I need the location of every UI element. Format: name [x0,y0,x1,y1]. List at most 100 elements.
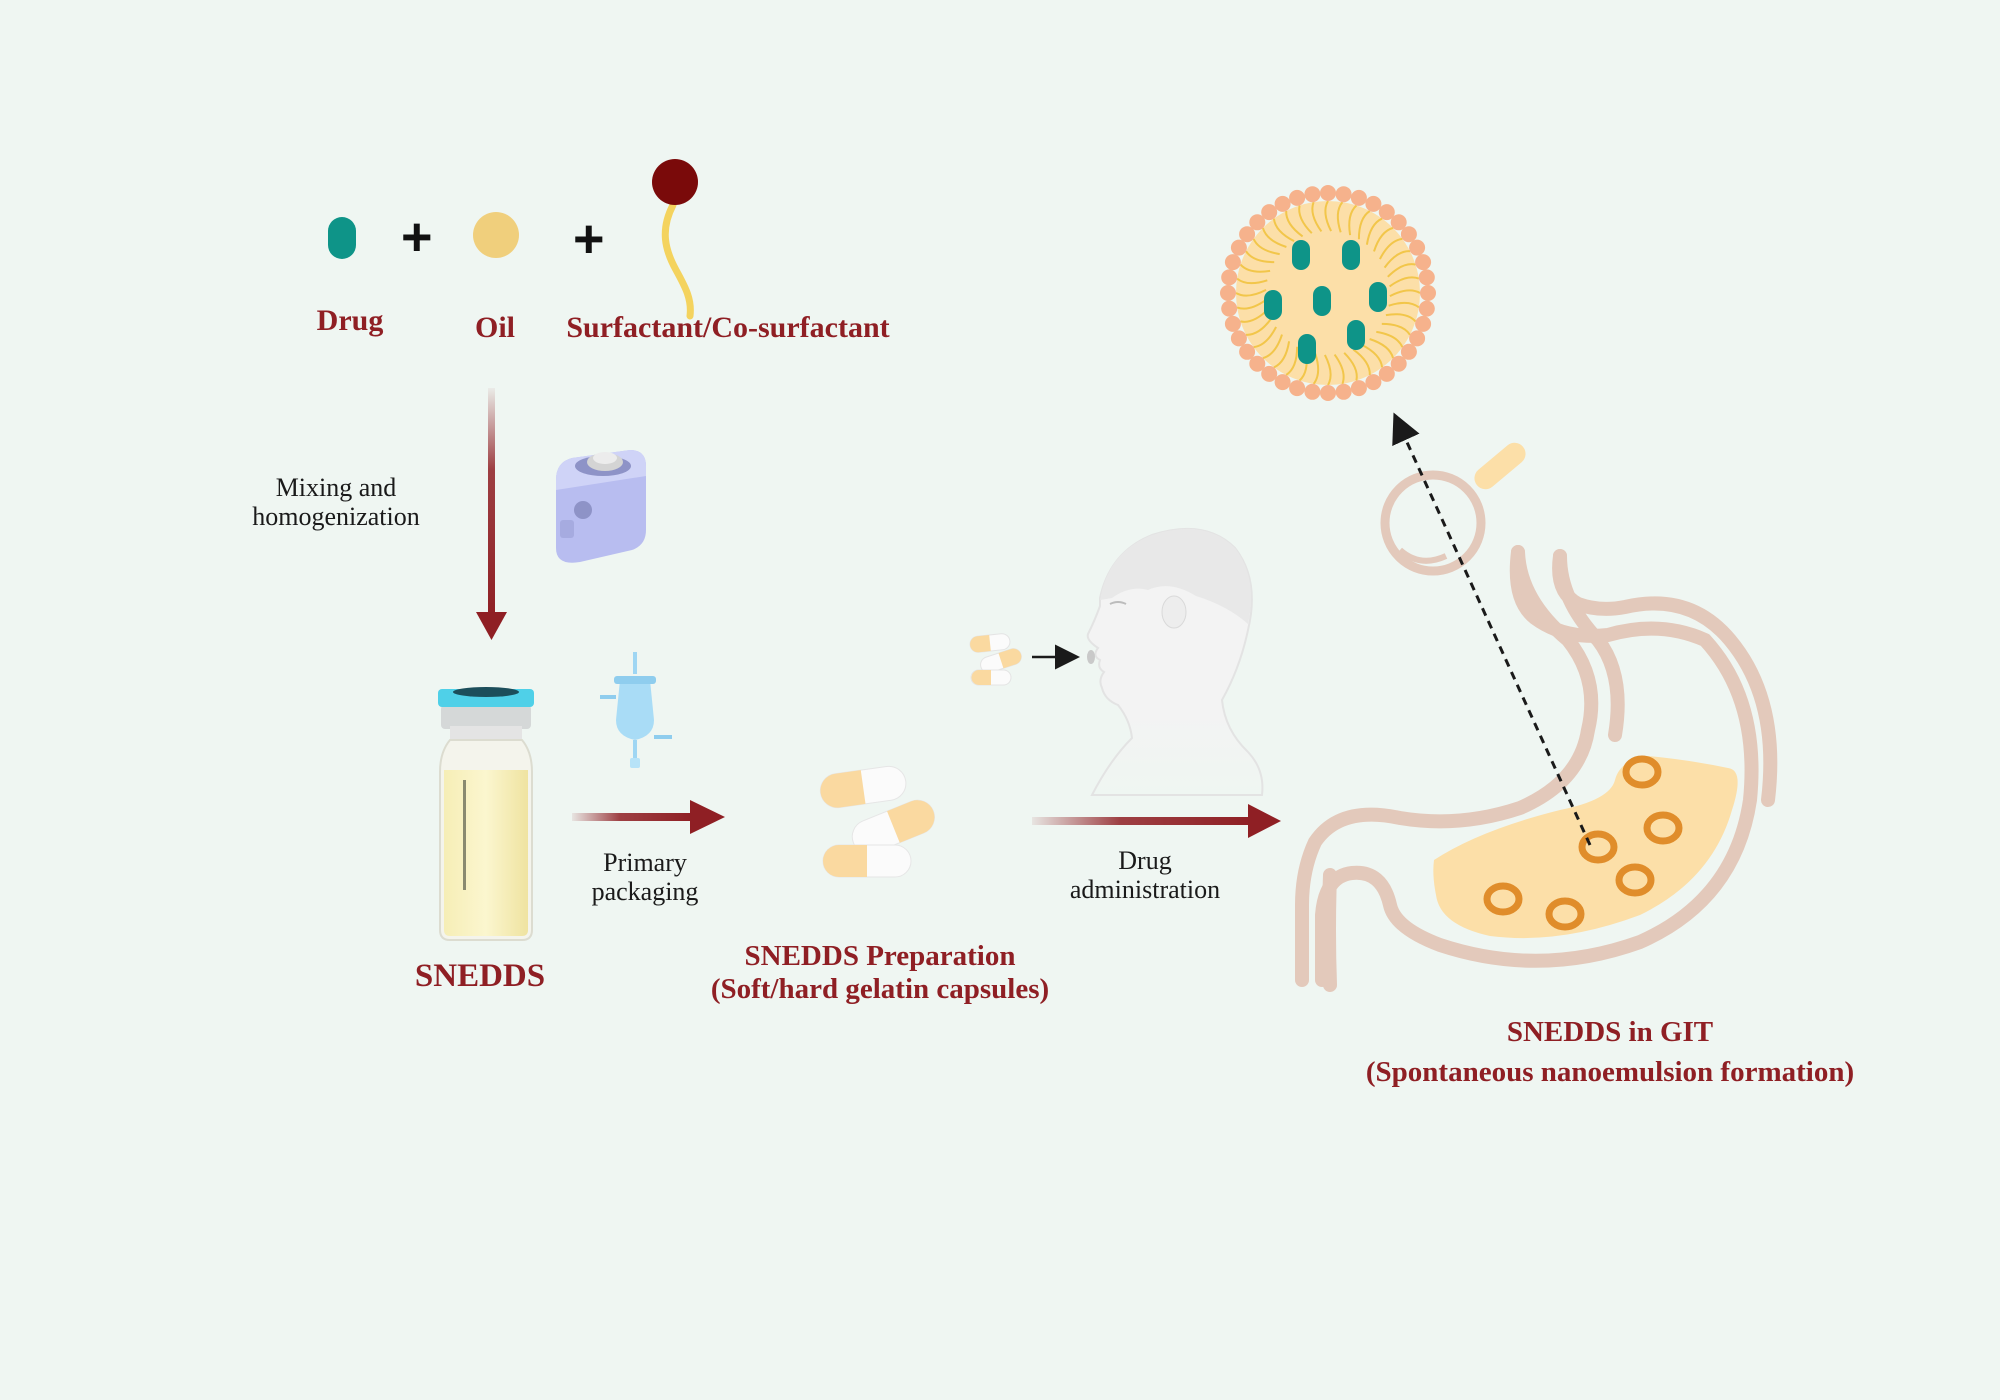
surfactant-tail [1235,289,1267,297]
surfactant-tail [1324,354,1332,386]
surfactant-tail [1352,348,1371,376]
surfactant-head [1409,330,1426,347]
git-caption: SNEDDS in GIT (Spontaneous nanoemulsion … [1330,1012,1890,1092]
surfactant-head [1224,254,1241,271]
surfactant-head [1365,374,1382,391]
surfactant-label: Surfactant/Co-surfactant [566,311,890,344]
surfactant-tail [1381,322,1411,336]
plus-sign-1: + [401,207,433,267]
administration-note-line2: administration [1069,875,1221,904]
surfactant-tail [1253,326,1277,349]
surfactant-tail [1239,263,1271,273]
surfactant-head [1415,315,1432,332]
surfactant-head [1350,380,1367,397]
packaging-note-line1: Primary [603,848,687,877]
oil-droplet-icon [473,212,519,258]
administration-note: Drug administration [1040,846,1250,904]
surfactant-head [1378,365,1395,382]
surfactant-head [1249,355,1266,372]
surfactant-head [1289,380,1306,397]
mixing-note-line2: homogenization [252,502,420,531]
surfactant-tail [1365,217,1383,245]
surfactant-head [1400,343,1417,360]
surfactant-tail [1262,334,1283,360]
nanoemulsion-droplets [1483,755,1683,931]
surfactant-tail [1285,346,1299,376]
surfactant-tail [1373,226,1394,252]
plus-sign-2: + [573,209,605,269]
surfactant-tail [1385,313,1417,323]
surfactant-tail [1324,200,1332,232]
administration-note-line1: Drug [1118,846,1172,875]
surfactant-molecule-icon [652,159,698,320]
git-title: SNEDDS in GIT [1506,1016,1714,1048]
surfactant-head [1220,285,1236,301]
snedds-vial-icon [438,687,534,941]
surfactant-head [1221,300,1238,317]
surfactant-head [1261,365,1278,382]
oil-label: Oil [474,311,515,344]
surfactant-tail [1388,301,1420,309]
drug-label: Drug [316,304,384,337]
surfactant-tail [1357,210,1371,240]
surfactant-tail [1387,263,1416,278]
surfactant-head [1221,269,1238,286]
surfactant-head [1224,315,1241,332]
preparation-title: SNEDDS Preparation [744,940,1016,972]
surfactant-tail [1389,289,1421,297]
surfactant-tail [1348,204,1358,236]
surfactant-head [1400,226,1417,243]
surfactant-head [1420,285,1436,301]
surfactant-tail [1236,277,1268,285]
surfactant-tail [1273,341,1291,369]
snedds-label: SNEDDS [414,958,546,994]
surfactant-head [1365,195,1382,212]
surfactant-tail [1252,238,1280,256]
drug-icon [328,217,356,259]
surfactant-head [1418,300,1435,317]
surfactant-tail [1379,237,1403,260]
filter-unit-icon [600,652,672,768]
micelle-icon [1220,185,1436,401]
packaging-note: Primary packaging [560,848,730,906]
surfactant-tail [1311,201,1323,232]
packaging-note-line2: packaging [591,877,699,906]
vortex-mixer-icon [556,450,646,563]
surfactant-head [1304,383,1321,400]
preparation-caption: SNEDDS Preparation (Soft/hard gelatin ca… [680,940,1080,1006]
surfactant-tail [1312,353,1320,385]
surfactant-head [1350,189,1367,206]
surfactant-head [1335,186,1352,203]
packaging-arrow [572,800,725,834]
mixing-note: Mixing and homogenization [226,473,446,531]
surfactant-head [1320,385,1336,401]
surfactant-head [1274,195,1291,212]
surfactant-head [1230,330,1247,347]
stomach-icon [1295,545,1778,992]
capsules-icon [819,765,935,878]
surfactant-head [1409,239,1426,256]
surfactant-head [1415,254,1432,271]
surfactant-tail [1285,210,1304,238]
mixing-note-line1: Mixing and [275,473,397,502]
preparation-subtitle: (Soft/hard gelatin capsules) [710,973,1050,1005]
surfactant-tail [1245,317,1273,336]
mixing-arrow [476,388,507,640]
surfactant-tail [1333,354,1345,385]
surfactant-tail [1369,338,1395,359]
surfactant-head [1261,204,1278,221]
surfactant-head [1239,226,1256,243]
surfactant-tail [1236,298,1267,310]
surfactant-head [1239,343,1256,360]
surfactant-head [1390,214,1407,231]
surfactant-head [1378,204,1395,221]
surfactant-head [1390,355,1407,372]
surfactant-head [1335,383,1352,400]
surfactant-tail [1361,344,1384,368]
surfactant-tail [1389,276,1420,288]
magnifier-icon [1380,442,1526,576]
surfactant-head [1230,239,1247,256]
surfactant-tail [1245,250,1275,264]
